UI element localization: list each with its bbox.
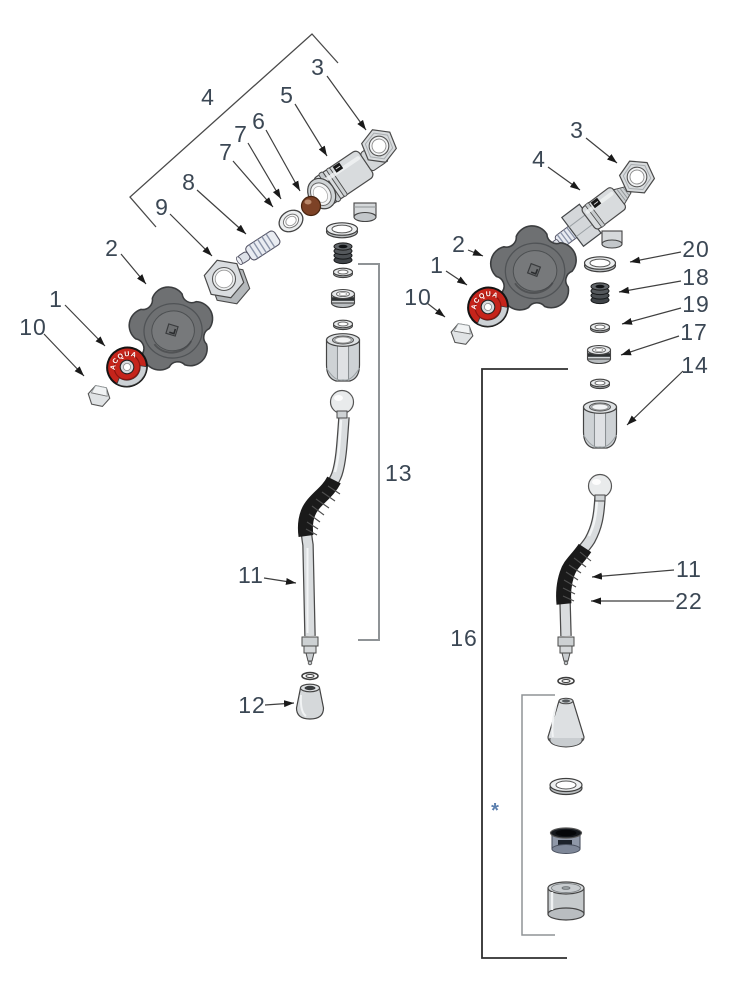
callout-10-right-label: 10 — [404, 284, 432, 310]
callout-10-left: 10 — [19, 314, 85, 377]
callout-asterisk: * — [491, 800, 499, 822]
wand-tip-right — [557, 636, 575, 666]
callout-11-left-label: 11 — [238, 562, 264, 588]
callout-18: 18 — [618, 264, 710, 294]
callout-17-label: 17 — [680, 319, 708, 345]
callout-20: 20 — [629, 236, 710, 264]
tip-insert-cup — [549, 827, 583, 854]
hex-cap-left — [85, 383, 113, 409]
callout-5-label: 5 — [280, 82, 294, 108]
wand-tip-left — [301, 636, 319, 666]
washer-left-upper — [332, 267, 354, 279]
callout-8-label: 8 — [182, 169, 196, 195]
callout-7a: 7 — [234, 121, 282, 200]
callout-4-label: 4 — [201, 84, 215, 110]
o-ring-right — [557, 676, 575, 686]
cap-nut-left — [325, 333, 361, 382]
callout-19: 19 — [621, 291, 710, 325]
callout-1-right-label: 1 — [430, 252, 444, 278]
callout-13-label: 13 — [385, 460, 413, 486]
group-bracket-4 — [129, 33, 339, 228]
tip-kit-group — [547, 697, 585, 921]
callout-6: 6 — [252, 108, 301, 192]
hex-cap-right — [448, 322, 476, 346]
callout-14-label: 14 — [681, 352, 709, 378]
callouts: 4 3 5 6 7 7 8 9 2 1 10 11 — [19, 54, 710, 822]
callout-2-right-label: 2 — [452, 231, 466, 257]
callout-11-right: 11 — [591, 556, 702, 582]
callout-22: 22 — [591, 588, 703, 614]
callout-6-label: 6 — [252, 108, 266, 134]
tip-ring-washer — [549, 777, 583, 796]
callout-4-right-label: 4 — [532, 146, 546, 172]
callout-1-left-label: 1 — [49, 286, 63, 312]
callout-17: 17 — [620, 319, 708, 356]
steam-wand-left — [297, 389, 355, 666]
callout-3-right-label: 3 — [570, 117, 584, 143]
callout-20-label: 20 — [682, 236, 710, 262]
callout-3-right: 3 — [570, 117, 618, 164]
nozzle-tip-12 — [295, 683, 325, 720]
ring-washer-left — [325, 222, 359, 239]
callout-2-left-label: 2 — [105, 235, 119, 261]
spring-left — [333, 242, 353, 265]
ring-washer-20 — [583, 256, 617, 273]
callout-16-label: 16 — [450, 625, 478, 651]
callout-7a-label: 7 — [234, 121, 248, 147]
callout-4-right: 4 — [532, 146, 581, 191]
washer-tilted-left — [278, 209, 304, 233]
valve-spindle-left — [235, 230, 281, 266]
wand-grip-left — [297, 476, 341, 538]
callout-8: 8 — [182, 169, 247, 235]
callout-18-label: 18 — [682, 264, 710, 290]
washer-left-lower — [332, 319, 354, 331]
callout-7b: 7 — [219, 139, 274, 208]
callout-1-left: 1 — [49, 286, 106, 347]
callout-1-right: 1 — [430, 252, 468, 286]
washer-19 — [589, 322, 611, 334]
callout-7b-label: 7 — [219, 139, 233, 165]
callout-22-label: 22 — [675, 588, 703, 614]
callout-10-left-label: 10 — [19, 314, 47, 340]
callout-11-right-label: 11 — [676, 556, 702, 582]
valve-outlet-left — [353, 202, 377, 223]
callout-16: 16 — [450, 625, 478, 651]
valve-body-right — [550, 185, 632, 250]
steam-wand-right — [556, 473, 613, 666]
callout-11-left: 11 — [238, 562, 297, 588]
washer-right-lower — [589, 378, 611, 390]
left-assembly — [85, 127, 400, 720]
group-bracket-16 — [481, 368, 568, 959]
callout-3-label: 3 — [311, 54, 325, 80]
packing-17 — [586, 344, 612, 365]
callout-9: 9 — [155, 194, 213, 257]
callout-19-label: 19 — [682, 291, 710, 317]
callout-12: 12 — [238, 692, 295, 718]
callout-14: 14 — [626, 352, 709, 426]
wand-grip-22 — [556, 543, 592, 605]
callout-5: 5 — [280, 82, 328, 157]
o-ring-left — [301, 671, 319, 681]
hex-nut-9 — [203, 259, 251, 305]
group-bracket-star — [521, 694, 555, 936]
right-assembly — [448, 159, 657, 921]
nozzle-cone — [547, 697, 585, 748]
callout-2-right: 2 — [452, 231, 484, 257]
tip-cylinder — [547, 881, 585, 921]
callout-13: 13 — [385, 460, 413, 486]
packing-left — [330, 288, 356, 309]
group-bracket-13 — [358, 263, 380, 641]
seal-ball-left — [300, 195, 322, 217]
callout-2-left: 2 — [105, 235, 147, 285]
callout-10-right: 10 — [404, 284, 446, 318]
callout-9-label: 9 — [155, 194, 169, 220]
callout-3-left: 3 — [311, 54, 367, 131]
callout-12-label: 12 — [238, 692, 266, 718]
valve-outlet-right — [601, 230, 623, 249]
callout-4-left: 4 — [201, 84, 215, 110]
callout-asterisk-label: * — [491, 800, 499, 822]
cap-nut-14 — [582, 400, 618, 449]
spring-18 — [590, 282, 610, 305]
